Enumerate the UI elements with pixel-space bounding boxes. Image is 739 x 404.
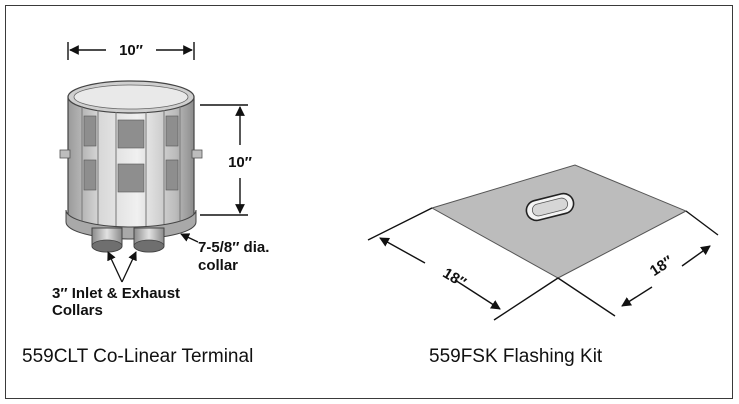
terminal-width-dimension xyxy=(67,42,195,60)
collar-dia-label-line1: 7-5/8″ dia. xyxy=(198,239,269,256)
collar-dia-label-line2: collar xyxy=(198,257,238,274)
figure-border xyxy=(5,5,733,399)
flashing-right-dimension xyxy=(557,210,719,317)
terminal-caption: 559CLT Co-Linear Terminal xyxy=(22,346,254,367)
flashing-caption: 559FSK Flashing Kit xyxy=(429,346,603,367)
flashing-left-dim-label: 18″ xyxy=(440,265,469,292)
terminal-height-dimension xyxy=(200,104,248,216)
co-linear-terminal-drawing xyxy=(59,80,203,253)
terminal-height-label: 10″ xyxy=(228,154,252,171)
flashing-right-dim-label: 18″ xyxy=(647,253,676,280)
inlet-exhaust-label-line2: Collars xyxy=(52,302,103,319)
flashing-left-dimension xyxy=(367,207,559,321)
flashing-kit-drawing xyxy=(430,164,688,279)
terminal-width-label: 10″ xyxy=(119,42,143,59)
collar-dia-leader-line xyxy=(180,233,199,243)
inlet-exhaust-label-line1: 3″ Inlet & Exhaust xyxy=(52,285,180,302)
inlet-leader-lines xyxy=(107,251,137,283)
